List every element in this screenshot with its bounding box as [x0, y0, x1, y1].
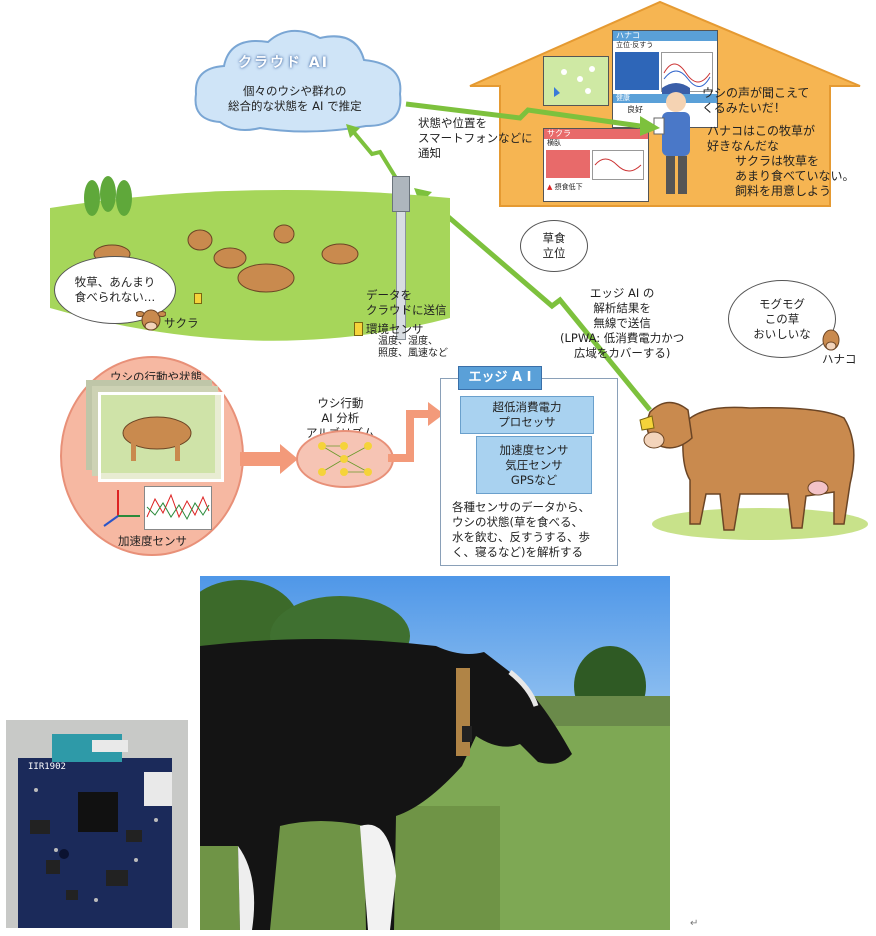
env-sensor-items: 温度、湿度、 照度、風速など	[378, 336, 448, 359]
cloud-ai-text: 個々のウシや群れの 総合的な状態を AI で推定	[228, 84, 362, 113]
edge-ai-title: エッジ A I	[458, 366, 542, 390]
hanako-health-label: 健康	[613, 94, 717, 103]
hanako-health-status: 良好	[627, 105, 643, 114]
farmer-speech: ウシの声が聞こえて くるみたいだ！	[702, 86, 810, 115]
accelerometer-axes-icon	[103, 490, 140, 527]
hanako-name: ハナコ	[822, 352, 857, 366]
edge-sensors-box: 加速度センサ 気圧センサ GPSなど	[476, 436, 592, 494]
edge-processor-box: 超低消費電力 プロセッサ	[460, 396, 594, 434]
edge-result-bubble: 草食 立位	[520, 220, 588, 272]
env-sensor-title: 環境センサ	[366, 322, 424, 336]
hanako-bubble-text: モグモグ この草 おいしいな	[753, 296, 811, 341]
sensor-board-photo: IIR1902	[6, 720, 188, 928]
learning-sensor-label: 加速度センサ	[118, 534, 187, 548]
arrow-to-algorithm	[240, 444, 298, 474]
cow-collar-photo	[200, 576, 670, 930]
sakura-status-panel: サクラ 横臥 ▲ 摂食低下	[543, 128, 649, 202]
hanako-cow-head-small	[822, 329, 840, 351]
farmer-thought-sakura: サクラは牧草を あまり食べていない。 飼料を用意しよう	[735, 154, 855, 198]
hanako-thought-bubble: モグモグ この草 おいしいな	[728, 280, 836, 358]
cloud-ai-title: クラウド AI	[238, 55, 329, 71]
collar-sensor-marker	[194, 293, 202, 304]
board-silkscreen-label: IIR1902	[28, 762, 66, 772]
algorithm-network	[296, 430, 394, 488]
learning-title: ウシの行動や状態	[110, 370, 202, 384]
antenna-head	[392, 176, 410, 212]
pasture-map-panel	[543, 56, 609, 106]
edge-ai-description: 各種センサのデータから、 ウシの状態(草を食べる、 水を飲む、反すうする、歩 く…	[452, 500, 590, 559]
hanako-panel-label: ハナコ	[613, 31, 717, 41]
sakura-bubble-text: 牧草、あんまり 食べられない…	[74, 275, 156, 304]
accel-chart	[144, 486, 212, 530]
farmer-illustration	[653, 83, 690, 194]
env-sensor-marker	[354, 322, 363, 336]
cloud-shape	[194, 30, 402, 133]
sakura-health-status: 摂食低下	[554, 183, 583, 191]
farmer-thought-hanako: ハナコはこの牧草が 好きなんだな	[707, 124, 816, 153]
warning-icon: ▲	[547, 183, 553, 191]
edge-link-text: エッジ AI の 解析結果を 無線で送信 (LPWA: 低消費電力かつ 広域をカ…	[560, 286, 685, 360]
sakura-cow-head	[136, 309, 166, 331]
data-send-label: データを クラウドに送信	[366, 288, 447, 317]
hanako-status-panel: ハナコ 立位·反すう 健康 良好	[612, 30, 718, 128]
edge-bubble-text: 草食 立位	[542, 231, 566, 260]
arrow-to-edge-ai	[388, 402, 444, 462]
sakura-name: サクラ	[164, 316, 199, 330]
sakura-panel-sub: 横臥	[547, 139, 561, 147]
sakura-panel-label: サクラ	[544, 129, 648, 139]
return-mark: ↵	[690, 918, 699, 929]
cow-photo-stack	[98, 392, 224, 482]
hanako-panel-sub: 立位·反すう	[616, 41, 654, 49]
notify-text: 状態や位置を スマートフォンなどに 通知	[418, 116, 533, 160]
hanako-cow-illustration	[639, 401, 868, 540]
